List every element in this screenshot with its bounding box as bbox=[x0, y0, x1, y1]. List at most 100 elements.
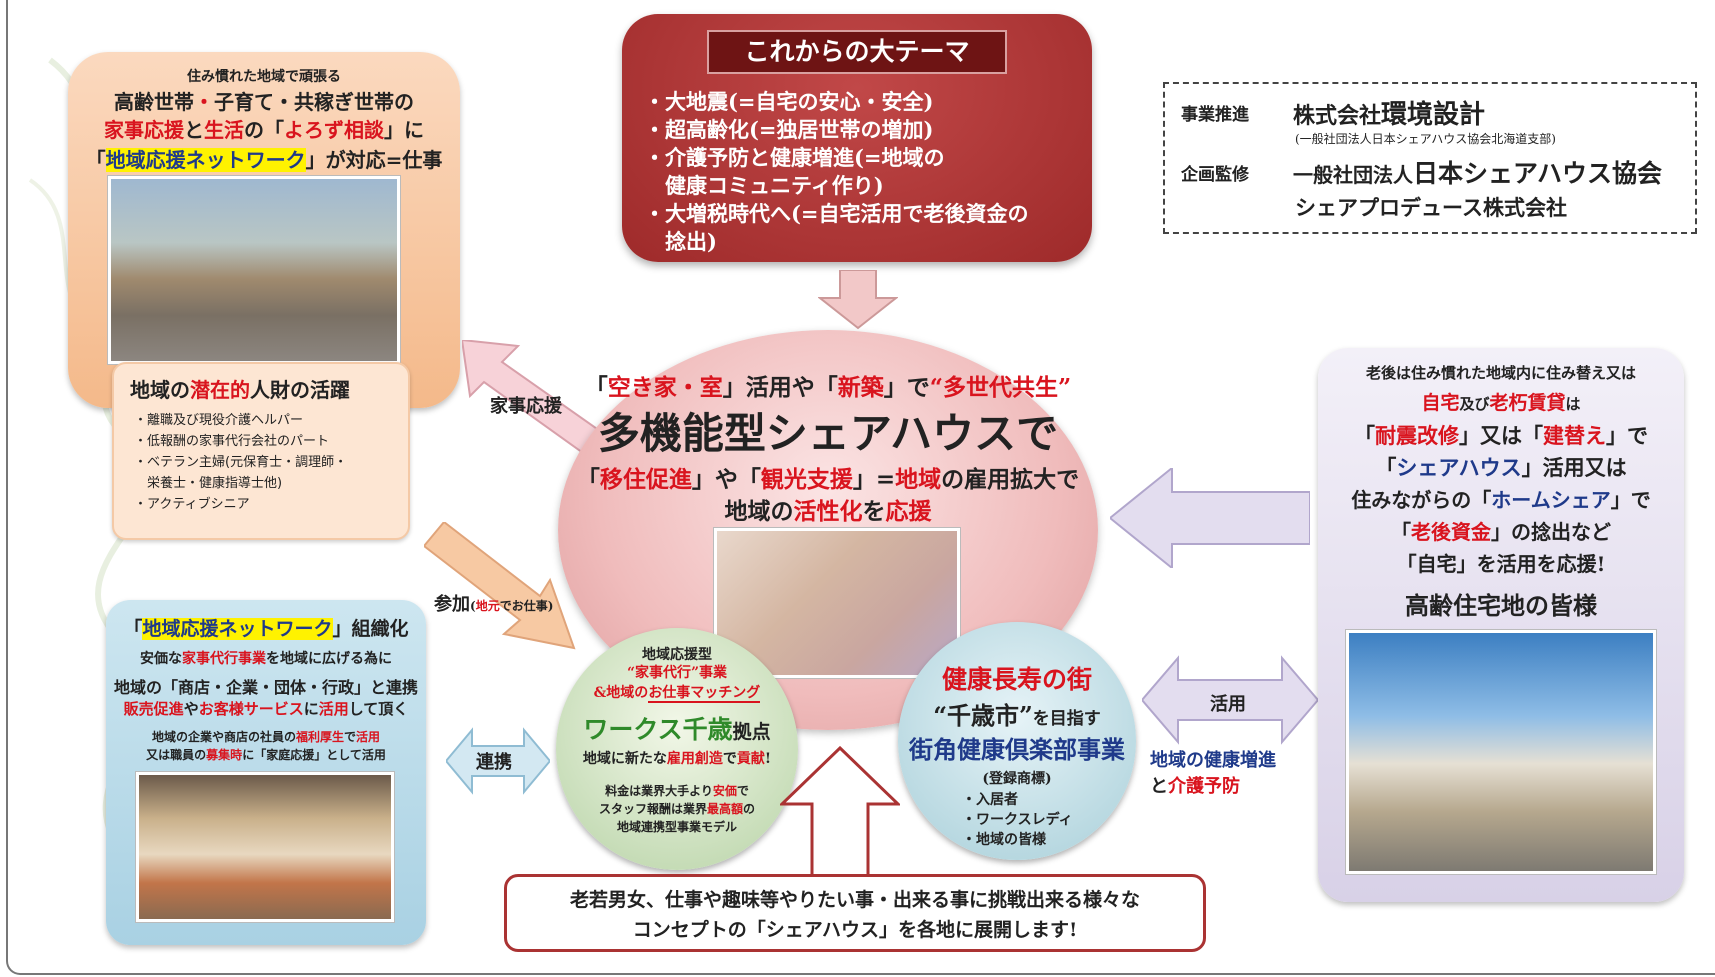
right-line5: 住みながらの「ホームシェア」で bbox=[1318, 484, 1684, 513]
network-line1: 安価な家事代行事業を地域に広げる為に bbox=[106, 648, 426, 668]
network-line4: 地域の企業や商店の社員の福利厚生で活用 bbox=[106, 728, 426, 745]
page-frame bbox=[6, 0, 1715, 975]
health-mezasu: を目指す bbox=[1032, 709, 1101, 729]
elderly-housing-box: 老後は住み慣れた地域内に住み替え又は 自宅及び老朽賃貸は 「耐震改修」又は「建替… bbox=[1318, 348, 1684, 902]
talent-box: 地域の潜在的人財の活躍 ・離職及び現役介護ヘルパー ・低報酬の家事代行会社のパー… bbox=[112, 362, 410, 540]
right-homeshare: ホームシェア bbox=[1491, 488, 1611, 512]
talent-item: ・ベテラン主婦(元保育士・調理師・ bbox=[134, 455, 348, 470]
network-l3d: に bbox=[303, 700, 319, 718]
org-row1-sub: (一般社団法人日本シェアハウス協会北海道支部) bbox=[1295, 132, 1556, 146]
center-title: 多機能型シェアハウスで bbox=[597, 409, 1059, 458]
family-elderly: 高齢世帯 bbox=[114, 90, 194, 114]
works-kyoten: 拠点 bbox=[732, 721, 771, 743]
family-network: 地域応援ネットワーク bbox=[105, 148, 306, 172]
network-kaji: 家事代行事業 bbox=[182, 651, 266, 667]
health-item: ・ワークスレディ bbox=[962, 812, 1073, 828]
center-shinchiku: 新築 bbox=[837, 374, 884, 401]
family-ni: 」に bbox=[384, 118, 424, 142]
works-l6a: 料金は業界大手より bbox=[605, 784, 713, 798]
health-line4: (登録商標) bbox=[982, 771, 1052, 787]
talent-item: ・低報酬の家事代行会社のパート bbox=[134, 434, 330, 449]
family-support-box: 住み慣れた地域で頑張る 高齢世帯・子育て・共稼ぎ世帯の 家事応援と生活の「よろず… bbox=[68, 52, 460, 408]
network-boshu: 募集時 bbox=[206, 748, 243, 762]
center-l3a: 「 bbox=[576, 466, 600, 493]
network-l3b: や bbox=[183, 700, 199, 718]
works-saikou: 最高額 bbox=[706, 802, 743, 816]
right-l6c: 」の捻出など bbox=[1491, 520, 1611, 544]
health-promotion-label: 地域の健康増進 と介護予防 bbox=[1150, 748, 1276, 800]
works-line7: スタッフ報酬は業界最高額の bbox=[556, 800, 798, 817]
right-line7: 「自宅」を活用を応援! bbox=[1396, 552, 1606, 576]
org-row1-company: 株式会社環境設計 bbox=[1293, 94, 1485, 131]
family-housework: 家事応援 bbox=[104, 118, 184, 142]
works-line1: 地域応援型 bbox=[642, 647, 712, 663]
network-l4d: 活用 bbox=[356, 730, 381, 744]
health-item: ・入居者 bbox=[962, 792, 1018, 808]
talent-title-b: 潜在的 bbox=[190, 378, 250, 402]
works-l5c: で bbox=[722, 751, 737, 767]
organization-box: 事業推進 株式会社環境設計 (一般社団法人日本シェアハウス協会北海道支部) 企画… bbox=[1163, 82, 1697, 234]
health-circle bbox=[898, 622, 1136, 860]
works-l5e: ! bbox=[764, 751, 772, 767]
works-line6: 料金は業界大手より安価で bbox=[556, 782, 798, 799]
center-oen: 応援 bbox=[885, 498, 932, 525]
network-service: お客様サービス bbox=[198, 700, 304, 718]
health-items: ・入居者 ・ワークスレディ ・地域の皆様 bbox=[962, 790, 1073, 850]
center-iju: 移住促進 bbox=[599, 466, 692, 493]
org-row3: シェアプロデュース株式会社 bbox=[1295, 195, 1567, 220]
center-l4a: 地域の bbox=[724, 498, 794, 525]
org-row1-name: 環境設計 bbox=[1381, 100, 1486, 130]
right-tatekae: 建替え bbox=[1543, 423, 1606, 448]
network-l4a: 地域の企業や商店の社員の bbox=[151, 730, 296, 744]
network-title-b: 地域応援ネットワーク bbox=[142, 618, 333, 640]
center-l3e: 」= bbox=[852, 466, 896, 493]
sanka-main: 参加 bbox=[434, 594, 470, 615]
works-line5: 地域に新たな雇用創造で貢献! bbox=[556, 748, 798, 768]
talent-title-c: 人財の活躍 bbox=[250, 378, 350, 402]
right-line3: 「耐震改修」又は「建替え」で bbox=[1318, 420, 1684, 450]
theme-item: 健康コミュニティ作り) bbox=[644, 173, 884, 198]
theme-box: これからの大テーマ ・大地震(=自宅の安心・安全) ・超高齢化(=独居世帯の増加… bbox=[622, 14, 1092, 262]
works-l5a: 地域に新たな bbox=[582, 751, 667, 767]
works-l7c: の bbox=[743, 802, 756, 816]
center-kasseika: 活性化 bbox=[793, 498, 863, 525]
health-line2: “千歳市”を目指す bbox=[898, 696, 1136, 731]
center-line4: 地域の活性化を応援 bbox=[560, 492, 1096, 526]
network-title-c: 」組織化 bbox=[332, 618, 409, 640]
center-tasedai: “多世代共生” bbox=[929, 374, 1072, 401]
works-kouken: 貢献 bbox=[736, 751, 765, 767]
talent-item: 栄養士・健康指導士他) bbox=[134, 476, 283, 491]
theme-item: 捻出) bbox=[644, 229, 717, 254]
center-akiya: 空き家・室 bbox=[607, 374, 723, 401]
multi-generation-photo bbox=[714, 528, 960, 678]
network-l1c: を地域に広げる為に bbox=[266, 651, 392, 667]
kaji-label: 家事応援 bbox=[490, 396, 562, 417]
health-line3: 街角健康倶楽部事業 bbox=[909, 735, 1125, 764]
family-no: の「 bbox=[244, 118, 284, 142]
center-line3: 「移住促進」や「観光支援」=地域の雇用拡大で bbox=[560, 460, 1096, 494]
right-l4c: 」活用又は bbox=[1521, 455, 1627, 480]
works-l6c: で bbox=[736, 784, 749, 798]
right-heading: 高齢住宅地の皆様 bbox=[1405, 591, 1597, 620]
network-line3: 販売促進やお客様サービスに活用して頂く bbox=[106, 698, 426, 719]
network-title: 「地域応援ネットワーク」組織化 bbox=[106, 614, 426, 641]
network-line5: 又は職員の募集時に「家庭応援」として活用 bbox=[106, 746, 426, 763]
talent-item: ・離職及び現役介護ヘルパー bbox=[134, 413, 304, 428]
center-l1c: 」活用や「 bbox=[722, 374, 838, 401]
right-l3e: 」で bbox=[1606, 423, 1648, 448]
talent-item: ・アクティブシニア bbox=[134, 497, 250, 512]
talent-title: 地域の潜在的人財の活躍 bbox=[130, 374, 350, 403]
right-line1: 老後は住み慣れた地域内に住み替え又は bbox=[1365, 364, 1636, 382]
center-l4c: を bbox=[862, 498, 886, 525]
works-line8: 地域連携型事業モデル bbox=[616, 820, 737, 834]
talent-title-a: 地域の bbox=[130, 378, 190, 402]
bottom-line1: 老若男女、仕事や趣味等やりたい事・出来る事に挑戦出来る様々な bbox=[569, 889, 1140, 911]
right-l4a: 「 bbox=[1375, 455, 1397, 480]
right-rogo: 老後資金 bbox=[1411, 520, 1491, 544]
center-koyo: の雇用拡大で bbox=[941, 466, 1080, 493]
works-matching: お仕事マッチング bbox=[648, 685, 761, 703]
theme-item: ・介護予防と健康増進(=地域の bbox=[644, 145, 945, 170]
right-l2b: 及び bbox=[1459, 395, 1490, 413]
down-arrow-icon bbox=[818, 270, 898, 330]
right-l5c: 」で bbox=[1610, 488, 1651, 512]
